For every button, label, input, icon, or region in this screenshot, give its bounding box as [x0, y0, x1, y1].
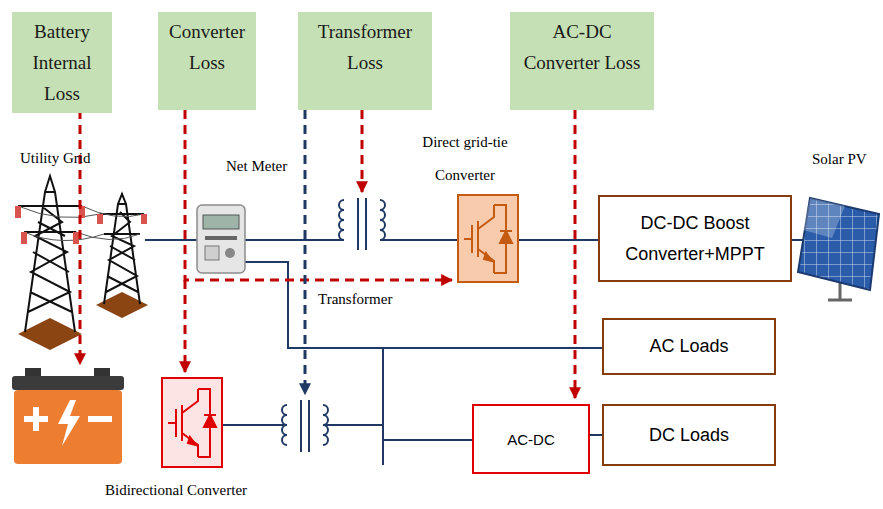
net-meter [197, 205, 245, 273]
wire [382, 348, 384, 465]
transformer-core [358, 198, 366, 250]
grid-tie-converter [458, 195, 518, 282]
wire [245, 262, 602, 348]
converter-box: DC-DC Boost Converter+MPPT [598, 195, 792, 282]
box-text: AC-DC Converter Loss [513, 16, 651, 78]
box-text: DC Loads [649, 420, 729, 451]
battery-icon [12, 368, 124, 464]
transmission-tower [15, 206, 21, 218]
wire [384, 239, 458, 241]
wire [245, 239, 340, 241]
battery-icon [12, 376, 124, 390]
coil-winding [380, 200, 385, 240]
box-text: AC-DC [507, 431, 555, 448]
component-label: Bidirectional Converter [105, 482, 247, 499]
coil-lead [340, 239, 384, 241]
wire [222, 424, 283, 426]
box-text: AC Loads [649, 331, 728, 362]
transformer-symbol [282, 198, 385, 452]
battery-icon [14, 390, 122, 464]
component-label: Direct grid-tie Converter [392, 126, 538, 192]
loss-box: Battery Internal Loss [12, 12, 112, 113]
component-label: Utility Grid [20, 150, 90, 167]
box-text: DC-DC Boost Converter+MPPT [608, 208, 782, 269]
converter-box: AC-DC [472, 404, 590, 474]
wire [145, 239, 197, 241]
wire-connector [590, 434, 602, 436]
box-text: Transformer Loss [301, 16, 429, 78]
transmission-tower [18, 318, 82, 350]
loss-box: Transformer Loss [298, 12, 432, 110]
transmission-tower [21, 232, 27, 244]
bidirectional-converter [168, 389, 216, 457]
wire [327, 424, 383, 426]
net-meter [205, 236, 237, 240]
net-meter [203, 215, 239, 229]
grid-tie-converter [458, 195, 518, 282]
loss-arrow [361, 110, 364, 192]
bidirectional-converter [162, 378, 222, 467]
loss-arrow [185, 110, 452, 280]
transmission-tower [97, 214, 103, 224]
component-label: Net Meter [226, 158, 287, 175]
component-label: Solar PV [812, 151, 867, 168]
solar-panel [798, 198, 879, 300]
component-label: Transformer [318, 291, 392, 308]
bidirectional-converter [162, 378, 222, 467]
battery-icon [88, 416, 112, 422]
grid-tie-converter [464, 205, 512, 273]
solar-panel [798, 198, 879, 290]
transformer-core [301, 400, 309, 452]
net-meter [225, 248, 235, 258]
wire [383, 439, 472, 441]
transmission-tower [141, 214, 147, 224]
battery-icon [33, 407, 39, 431]
loss-arrow [574, 110, 577, 398]
solar-panel [803, 198, 845, 238]
coil-lead [283, 424, 327, 426]
wire [518, 239, 598, 241]
box-text: Converter Loss [161, 16, 253, 78]
net-meter [197, 205, 245, 273]
net-meter [205, 246, 219, 260]
load-box: DC Loads [602, 404, 776, 466]
transmission-tower [18, 176, 82, 332]
transmission-tower [96, 292, 148, 318]
box-text: Battery Internal Loss [15, 16, 109, 109]
battery-icon [58, 400, 80, 446]
loss-box: AC-DC Converter Loss [510, 12, 654, 110]
transmission-tower [73, 232, 79, 244]
coil-winding [339, 200, 344, 240]
loss-arrow [80, 110, 575, 398]
transmission-tower [100, 194, 144, 304]
loss-arrow [304, 110, 307, 394]
loss-box: Converter Loss [158, 12, 256, 110]
loss-arrow [79, 110, 82, 364]
load-box: AC Loads [602, 318, 776, 375]
loss-arrow [184, 280, 187, 372]
